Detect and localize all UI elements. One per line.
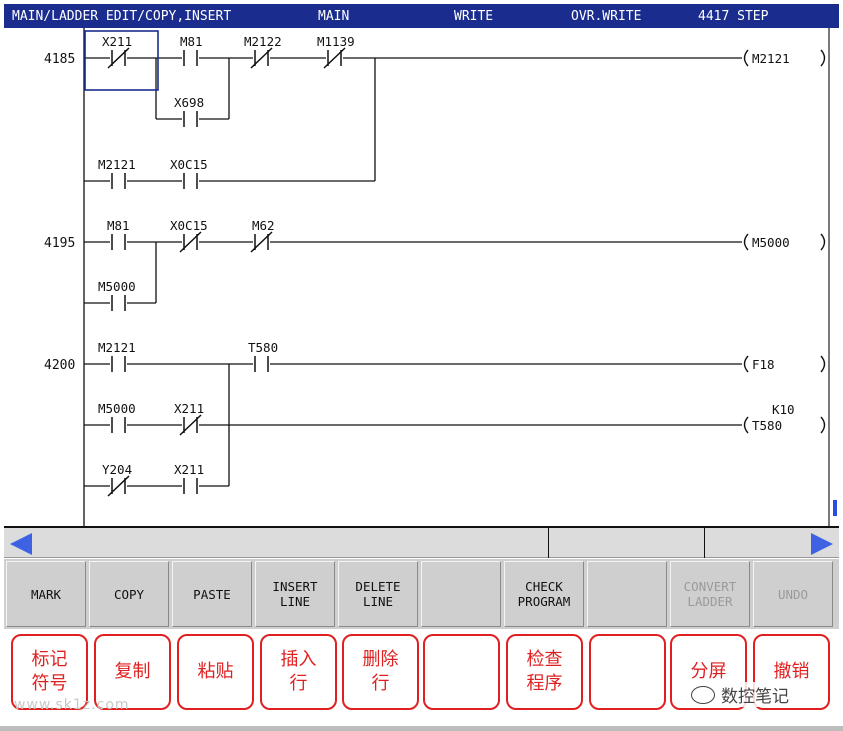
access-mode-label: WRITE xyxy=(454,9,494,24)
contact-t580[interactable] xyxy=(254,356,269,372)
coil-label: M5000 xyxy=(752,235,790,250)
contact-label: X698 xyxy=(174,95,204,110)
contact-x0c15[interactable] xyxy=(183,173,198,189)
contact-m81[interactable] xyxy=(183,50,198,66)
contact-x211-step4200[interactable] xyxy=(183,478,198,494)
wechat-icon xyxy=(691,686,715,704)
coil-label: T580 xyxy=(752,418,782,433)
annotation-box: 标记符号 xyxy=(11,634,88,710)
contact-m62-nc[interactable] xyxy=(250,231,273,253)
step-number: 4185 xyxy=(44,52,75,67)
annotation-box: 复制 xyxy=(94,634,171,710)
scrollbar-divider xyxy=(548,528,549,558)
contact-x211-nc[interactable] xyxy=(107,47,130,69)
watermark-right: 数控笔记 xyxy=(688,682,792,707)
undo-button[interactable]: UNDO xyxy=(753,561,833,627)
coil-label: M2121 xyxy=(752,51,790,66)
edit-cursor[interactable] xyxy=(84,30,159,91)
annotation-box xyxy=(589,634,666,710)
empty-function-key[interactable] xyxy=(421,561,501,627)
annotation-box: 分屏 xyxy=(670,634,747,710)
step-count-label: 4417 STEP xyxy=(698,9,769,24)
contact-label: M62 xyxy=(252,218,275,233)
contact-m2121-step4200[interactable] xyxy=(111,356,126,372)
paste-button[interactable]: PASTE xyxy=(172,561,252,627)
contact-label: T580 xyxy=(248,340,278,355)
annotation-box: 插入行 xyxy=(260,634,337,710)
annotation-box: 撤销 xyxy=(753,634,830,710)
annotation-box: 粘贴 xyxy=(177,634,254,710)
annotation-box: 检查程序 xyxy=(506,634,583,710)
contact-m1139-nc[interactable] xyxy=(323,47,346,69)
program-name-label: MAIN xyxy=(318,9,350,24)
contact-label: X211 xyxy=(102,34,132,49)
contact-label: M5000 xyxy=(98,279,136,294)
write-mode-label: OVR.WRITE xyxy=(571,9,642,24)
contact-label: M1139 xyxy=(317,34,355,49)
copy-button[interactable]: COPY xyxy=(89,561,169,627)
step-number: 4195 xyxy=(44,236,75,251)
contact-label: M81 xyxy=(107,218,130,233)
scrollbar-divider xyxy=(704,528,705,558)
contact-label: M5000 xyxy=(98,401,136,416)
status-title-bar: MAIN/LADDER EDIT/COPY,INSERT MAIN WRITE … xyxy=(4,4,839,28)
contact-label: X211 xyxy=(174,401,204,416)
contact-label: X0C15 xyxy=(170,157,208,172)
ladder-diagram-area[interactable]: 4185 4195 4200 X211 M81 M2122 M1139 X698… xyxy=(4,28,839,526)
annotation-box: 删除行 xyxy=(342,634,419,710)
contact-x211-nc-step4200[interactable] xyxy=(179,414,202,436)
contact-label: M2121 xyxy=(98,340,136,355)
contact-m2122-nc[interactable] xyxy=(250,47,273,69)
contact-x0c15-nc[interactable] xyxy=(179,231,202,253)
contact-x698[interactable] xyxy=(183,111,198,127)
annotation-box xyxy=(423,634,500,710)
empty-function-key[interactable] xyxy=(587,561,667,627)
contact-label: X0C15 xyxy=(170,218,208,233)
vertical-scroll-thumb[interactable] xyxy=(833,500,837,516)
contact-label: Y204 xyxy=(102,462,132,477)
contact-label: X211 xyxy=(174,462,204,477)
coil-label: F18 xyxy=(752,357,775,372)
contact-label: M2121 xyxy=(98,157,136,172)
contact-m81-step4195[interactable] xyxy=(111,234,126,250)
contact-m2121[interactable] xyxy=(111,173,126,189)
mark-button[interactable]: MARK xyxy=(6,561,86,627)
watermark-left: www.sk1z.com xyxy=(14,697,130,713)
contact-m5000-step4200[interactable] xyxy=(111,417,126,433)
timer-setting-label: K10 xyxy=(772,402,795,417)
arrow-left-icon[interactable] xyxy=(10,533,32,555)
edit-mode-label: MAIN/LADDER EDIT/COPY,INSERT xyxy=(12,9,232,24)
contact-m5000[interactable] xyxy=(111,295,126,311)
contact-y204-nc[interactable] xyxy=(107,475,130,497)
arrow-right-icon[interactable] xyxy=(811,533,833,555)
contact-label: M81 xyxy=(180,34,203,49)
chinese-annotation-row: 标记符号 复制 粘贴 插入行 删除行 检查程序 分屏 撤销 xyxy=(0,631,843,731)
ladder-diagram[interactable]: 4185 4195 4200 X211 M81 M2122 M1139 X698… xyxy=(4,28,839,526)
step-number: 4200 xyxy=(44,358,75,373)
contact-label: M2122 xyxy=(244,34,282,49)
bottom-strip xyxy=(0,726,843,731)
horizontal-scrollbar[interactable] xyxy=(4,526,839,558)
